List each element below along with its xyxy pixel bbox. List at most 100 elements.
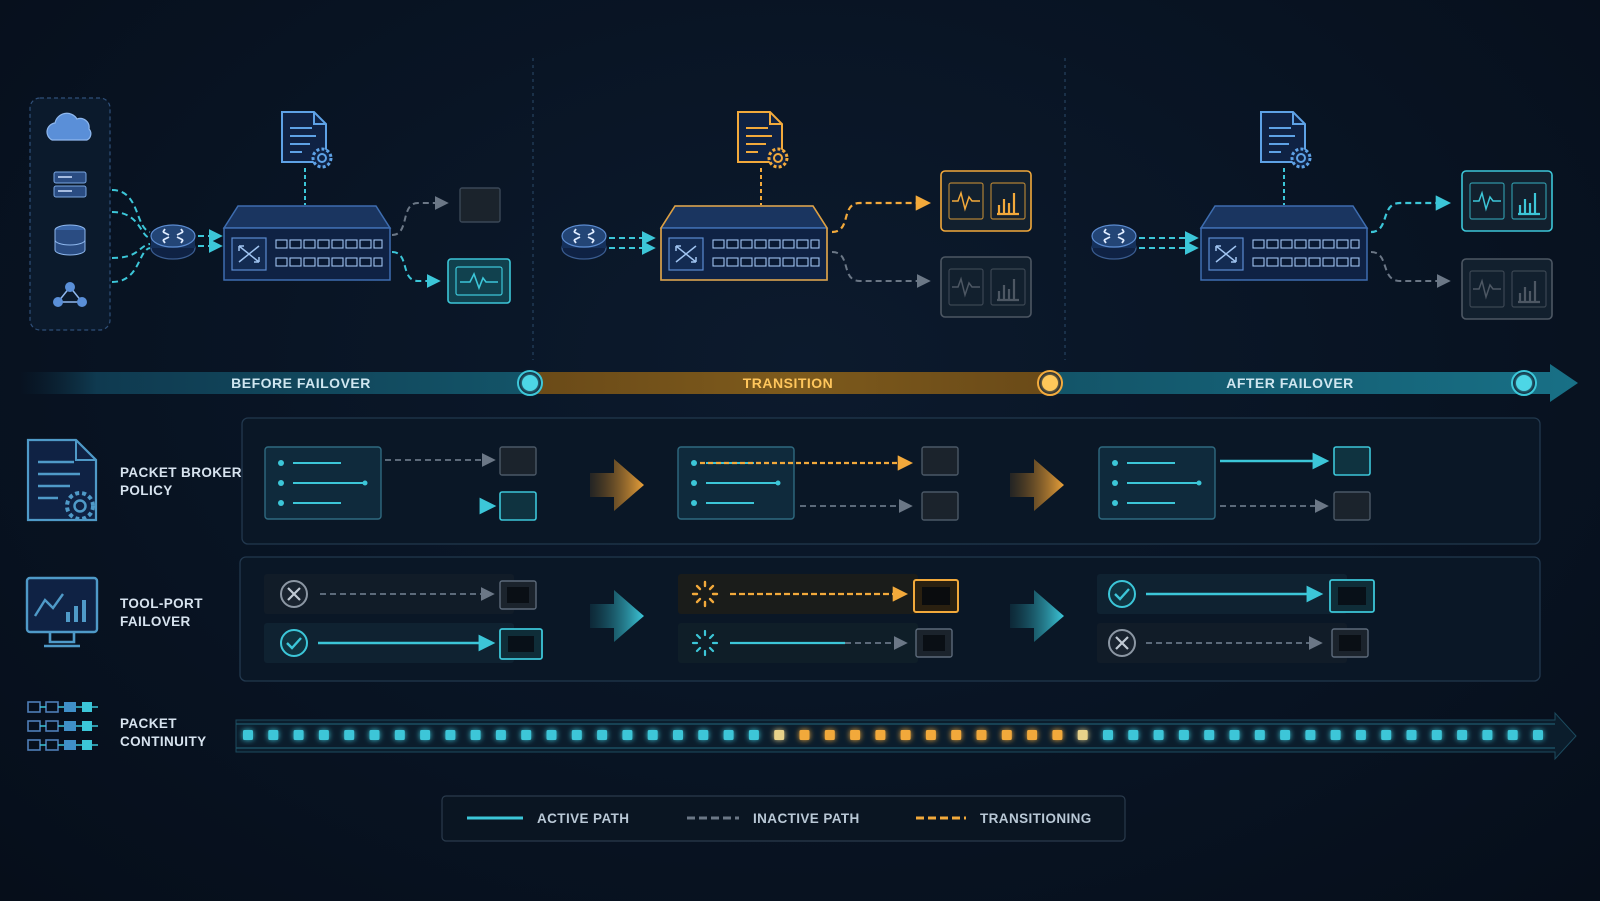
policy-row-icon — [26, 438, 98, 522]
packet — [1533, 730, 1543, 740]
loading-spinner-cyan-icon — [691, 629, 719, 657]
packet — [1280, 730, 1291, 740]
switch-after — [1200, 205, 1368, 281]
x-circle-icon-before — [280, 580, 308, 608]
cloud-icon — [46, 112, 92, 141]
tool-monitor-before — [447, 258, 511, 304]
policy-row-panel — [241, 417, 1541, 545]
phase-after-label: AFTER FAILOVER — [1226, 375, 1354, 391]
packet — [723, 730, 734, 740]
packet — [243, 730, 253, 740]
packet — [1305, 730, 1316, 740]
check-circle-icon-after — [1108, 580, 1136, 608]
router-after — [1091, 224, 1137, 260]
policy-doc-icon-transition — [736, 110, 789, 169]
packet — [951, 730, 962, 740]
toolport-port-a-transition — [913, 579, 959, 613]
packet — [470, 730, 481, 740]
packet — [976, 730, 987, 740]
packet — [1103, 730, 1113, 740]
inactive-path-after — [1370, 251, 1451, 288]
tool-box-active-transition — [939, 169, 1033, 233]
packet — [293, 730, 304, 740]
packet — [673, 730, 683, 740]
policy-row-label: PACKET BROKER POLICY — [120, 465, 246, 498]
packet — [1482, 730, 1493, 740]
idle-tool-before — [459, 187, 501, 223]
router-to-switch-before — [198, 229, 223, 253]
packet — [1153, 730, 1164, 740]
tool-box-standby-after — [1460, 257, 1554, 321]
legend-box — [441, 795, 1126, 842]
legend-inactive-label: INACTIVE PATH — [753, 811, 860, 826]
continuity-row-icon — [27, 701, 98, 751]
packet — [1254, 730, 1265, 740]
packet — [698, 730, 709, 740]
transition-path-primary — [831, 195, 932, 234]
packet — [445, 730, 456, 740]
packet — [369, 730, 380, 740]
router-before — [150, 224, 196, 260]
packet — [824, 730, 835, 740]
active-path-after — [1370, 195, 1452, 234]
continuity-packets — [243, 730, 1543, 740]
packet — [900, 730, 911, 740]
packet — [268, 730, 279, 740]
toolport-arrow-1 — [590, 590, 644, 642]
active-path-before — [391, 251, 441, 288]
policy-port-b-transition — [921, 491, 959, 521]
packet — [1507, 730, 1518, 740]
packet — [622, 730, 633, 740]
network-icon — [53, 282, 87, 307]
database-icon — [54, 224, 86, 256]
policy-doc-icon-after — [1259, 110, 1312, 169]
check-circle-icon-before — [280, 629, 308, 657]
toolport-row-icon — [25, 576, 99, 648]
packet — [394, 730, 405, 740]
x-circle-icon-after — [1108, 629, 1136, 657]
packet — [647, 730, 658, 740]
phase-transition-label: TRANSITION — [743, 375, 834, 391]
packet — [1178, 730, 1189, 740]
packet — [546, 730, 557, 740]
inactive-path-transition — [831, 251, 931, 288]
packet — [1406, 730, 1417, 740]
loading-spinner-orange-icon — [691, 580, 719, 608]
toolport-port-b-after — [1331, 628, 1369, 658]
packet — [1052, 730, 1063, 740]
policy-port-active-before — [499, 491, 537, 521]
toolport-row-label: TOOL-PORT FAILOVER — [120, 596, 207, 629]
packet — [1077, 730, 1088, 740]
toolport-port-b-before — [499, 628, 543, 660]
packet — [1027, 730, 1038, 740]
policy-arrow-1 — [590, 459, 644, 511]
packet — [1431, 730, 1442, 740]
packet — [1355, 730, 1366, 740]
policy-port-a-transition — [921, 446, 959, 476]
packet — [571, 730, 582, 740]
packet — [344, 730, 355, 740]
switch-before — [223, 205, 391, 281]
tool-box-active-after — [1460, 169, 1554, 233]
packet — [1330, 730, 1341, 740]
packet — [875, 730, 886, 740]
packet — [850, 730, 861, 740]
packet — [1457, 730, 1468, 740]
toolport-arrow-2 — [1010, 590, 1064, 642]
packet — [1204, 730, 1215, 740]
legend-active-label: ACTIVE PATH — [537, 811, 629, 826]
packet — [420, 730, 431, 740]
policy-doc-icon-before — [280, 110, 333, 169]
source-panel — [29, 97, 111, 331]
packet — [1229, 730, 1240, 740]
server-icon — [53, 171, 87, 198]
packet — [925, 730, 936, 740]
toolport-port-a-before — [499, 580, 537, 610]
router-to-switch-transition — [609, 231, 656, 255]
packet — [597, 730, 608, 740]
policy-table-transition — [677, 446, 795, 520]
tool-box-standby-transition — [939, 255, 1033, 319]
timeline — [20, 364, 1578, 402]
packet — [495, 730, 506, 740]
packet — [799, 730, 810, 740]
